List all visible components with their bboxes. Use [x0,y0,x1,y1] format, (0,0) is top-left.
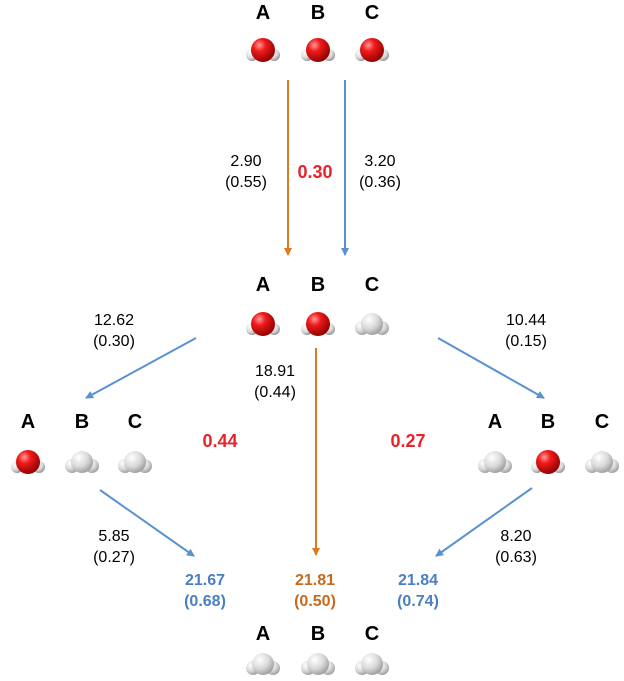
vacant-site-icon [301,653,335,675]
site-label-middle-b: B [310,274,326,296]
water-molecule-icon [246,312,280,336]
site-label-left-b: B [74,411,90,433]
vacant-site-icon [118,451,152,473]
edge-value-middle-left: 12.62(0.30) [93,312,135,350]
water-molecule-icon [11,450,45,474]
vacant-site-icon [65,451,99,473]
edge-value-middle-center: 18.91(0.44) [254,363,296,401]
water-molecule-icon [301,38,335,62]
edge-value-right-bottom: 8.20(0.63) [495,528,537,566]
site-label-middle-a: A [255,274,271,296]
arrow-middle-to-left [85,337,197,399]
edge-value-left-bottom: 5.85(0.27) [93,528,135,566]
water-molecule-icon [531,450,565,474]
water-molecule-icon [246,38,280,62]
site-label-bottom-c: C [364,623,380,645]
edge-value-top-right: 3.20(0.36) [359,153,401,191]
site-label-bottom-b: B [310,623,326,645]
total-right: 21.84(0.74) [397,572,439,610]
site-label-top-b: B [310,2,326,24]
vacant-site-icon [585,451,619,473]
difference-right: 0.27 [390,431,426,451]
site-label-top-a: A [255,2,271,24]
difference-left: 0.44 [202,431,238,451]
vacant-site-icon [355,313,389,335]
water-molecule-icon [355,38,389,62]
edge-value-middle-right: 10.44(0.15) [505,312,547,350]
site-label-right-c: C [594,411,610,433]
site-label-left-a: A [20,411,36,433]
vacant-site-icon [478,451,512,473]
arrow-middle-to-right [437,337,545,399]
site-label-top-c: C [364,2,380,24]
site-label-right-b: B [540,411,556,433]
site-label-right-a: A [487,411,503,433]
arrow-right-to-bottom [435,487,533,557]
site-label-middle-c: C [364,274,380,296]
water-molecule-icon [301,312,335,336]
total-center: 21.81(0.50) [294,572,336,610]
total-left: 21.67(0.68) [184,572,226,610]
vacant-site-icon [246,653,280,675]
edge-value-top-left: 2.90(0.55) [225,153,267,191]
vacant-site-icon [355,653,389,675]
difference-top: 0.30 [297,162,333,182]
site-label-left-c: C [127,411,143,433]
site-label-bottom-a: A [255,623,271,645]
arrow-left-to-bottom [99,489,195,557]
